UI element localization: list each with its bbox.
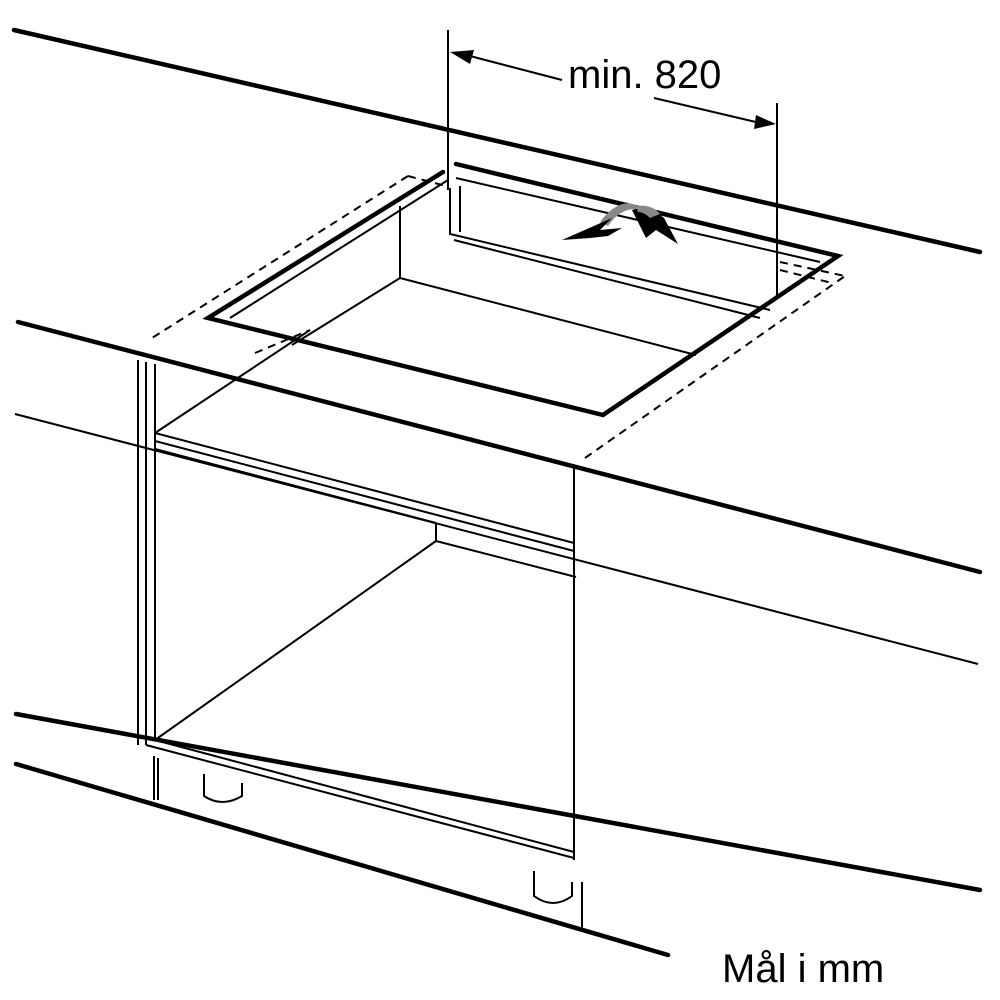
dashed-outline — [151, 175, 846, 459]
cutout-floor-back-line — [399, 277, 697, 356]
cutout-floor-left-line — [291, 277, 401, 346]
cutout — [202, 161, 844, 418]
worktop-front-edge — [15, 319, 983, 575]
units-note: Mål i mm — [722, 947, 884, 991]
cabinet-bottom-rail-upper — [154, 739, 575, 853]
cutout-outline — [202, 161, 844, 418]
plinth — [13, 711, 983, 958]
dimension-line-left — [469, 55, 563, 81]
cabinet-top-rail-lower — [154, 440, 575, 552]
back-panel-slot-lower — [453, 239, 761, 319]
cabinet-top-rail-bottom — [154, 448, 437, 524]
cabinet-bottom-rail-lower — [145, 744, 575, 859]
dimension-arrow-left-icon — [450, 50, 474, 64]
dashed-left-inner — [254, 329, 311, 354]
worktop — [11, 27, 983, 665]
dashed-right-edge — [584, 275, 846, 459]
cabinet-back-line — [435, 540, 577, 578]
worktop-front-lower-edge — [14, 413, 979, 665]
cutout-inner-left-rim — [229, 179, 449, 319]
cabinet-foot-left — [203, 774, 243, 803]
worktop-back-edge — [11, 27, 983, 255]
dashed-left-edge — [151, 175, 409, 339]
dimension-820: min. 820 — [447, 30, 778, 297]
dimension-line-right — [653, 97, 761, 124]
dimension-label: min. 820 — [568, 53, 721, 97]
back-panel-slot — [449, 188, 771, 311]
dimension-arrow-right-icon — [754, 115, 776, 129]
cabinet-top-rail-upper — [154, 432, 575, 544]
dashed-right-inner — [779, 269, 833, 284]
cabinet-feet — [203, 774, 573, 904]
plinth-top-edge — [13, 711, 983, 893]
base-cabinet — [137, 329, 577, 860]
plinth-bottom-edge — [13, 761, 671, 958]
dashed-right-top — [779, 261, 846, 277]
dashed-left-top — [407, 175, 447, 187]
curved-insert-arrow-icon — [562, 203, 678, 244]
cabinet-top-interior-diagonal — [154, 329, 311, 434]
cabinet-foot-right — [533, 871, 573, 904]
cabinet-floor-diagonal — [154, 540, 437, 741]
